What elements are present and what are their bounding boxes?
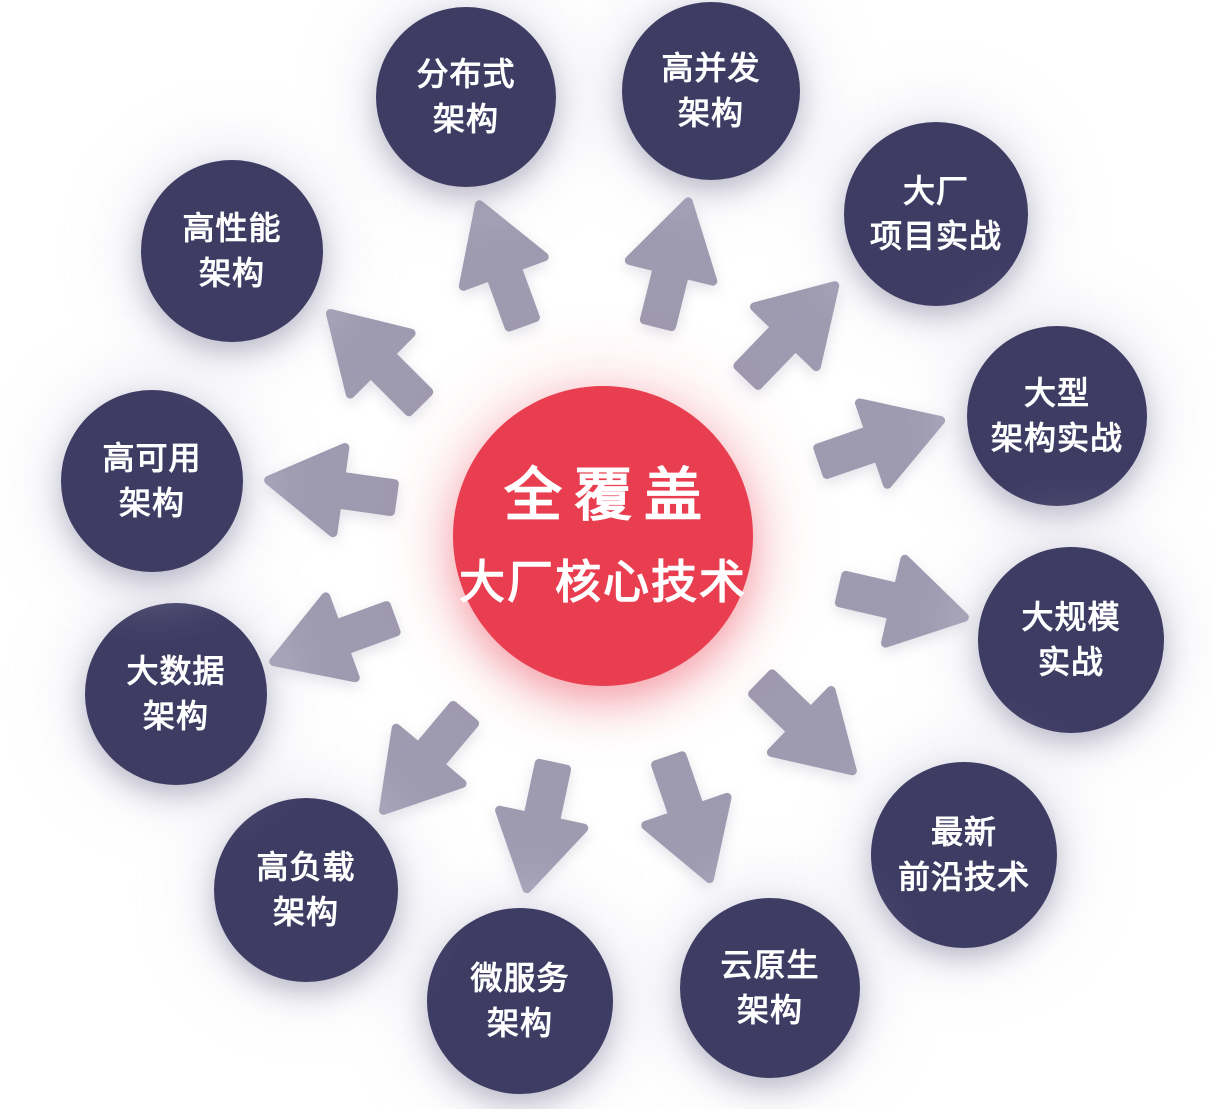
node-label: 高负载架构 (256, 849, 355, 931)
node-label: 高可用架构 (102, 440, 201, 522)
node-label-line: 架构 (432, 101, 499, 137)
node-label-line: 架构 (272, 894, 339, 930)
node-microservices-architecture: 微服务架构 (427, 908, 613, 1094)
node-label-line: 架构 (736, 992, 803, 1028)
node-label: 大数据架构 (126, 653, 225, 735)
node-big-tech-project-practice: 大厂项目实战 (844, 122, 1028, 306)
center-subtitle: 大厂核心技术 (459, 556, 747, 608)
node-label-line: 高负载 (256, 849, 356, 886)
center-title: 全覆盖 (503, 463, 714, 528)
node-high-availability-architecture: 高可用架构 (61, 390, 243, 572)
node-latest-frontier-technology: 最新前沿技术 (871, 762, 1057, 948)
node-label: 大型架构实战 (991, 375, 1123, 457)
node-cloud-native-architecture: 云原生架构 (680, 898, 860, 1078)
node-big-data-architecture: 大数据架构 (85, 603, 267, 785)
node-label-line: 大型 (1023, 375, 1090, 412)
node-high-concurrency-architecture: 高并发架构 (622, 2, 800, 180)
node-label-line: 实战 (1037, 644, 1104, 680)
node-label: 云原生架构 (720, 947, 819, 1029)
arrow-to-large-scale-practice (833, 547, 974, 659)
node-label-line: 架构 (142, 698, 209, 734)
node-label-line: 分布式 (416, 56, 516, 93)
node-label-line: 云原生 (720, 947, 820, 984)
node-label: 高并发架构 (661, 50, 760, 132)
node-distributed-architecture: 分布式架构 (376, 7, 556, 187)
arrow-to-high-performance-architecture (300, 283, 449, 432)
arrow-to-microservices-architecture (485, 757, 595, 897)
node-large-scale-practice: 大规模实战 (978, 547, 1164, 733)
arrow-to-high-concurrency-architecture (616, 191, 730, 333)
node-label-line: 大厂 (902, 173, 969, 210)
arrow-to-big-tech-project-practice (717, 256, 866, 406)
node-high-load-architecture: 高负载架构 (214, 798, 398, 982)
node-label: 微服务架构 (470, 960, 569, 1042)
arrow-to-distributed-architecture (439, 190, 563, 337)
node-label-line: 架构 (118, 485, 185, 521)
node-high-performance-architecture: 高性能架构 (141, 160, 323, 342)
node-label-line: 最新 (930, 814, 997, 851)
node-label: 大规模实战 (1021, 599, 1120, 681)
arrow-to-cloud-native-architecture (628, 746, 750, 892)
arrow-to-high-load-architecture (351, 687, 497, 838)
node-label-line: 架构 (198, 255, 265, 291)
node-label-line: 大数据 (126, 653, 226, 690)
center-circle: 全覆盖 大厂核心技术 (453, 386, 753, 686)
arrow-to-high-availability-architecture (263, 438, 399, 541)
node-label-line: 微服务 (470, 960, 570, 997)
node-label-line: 项目实战 (869, 218, 1002, 254)
node-label: 大厂项目实战 (870, 173, 1002, 255)
node-label-line: 大规模 (1021, 599, 1121, 636)
node-large-architecture-practice: 大型架构实战 (967, 326, 1147, 506)
arrow-to-latest-frontier-technology (733, 653, 883, 802)
node-label-line: 高可用 (102, 440, 202, 477)
node-label-line: 高并发 (661, 50, 761, 87)
node-label-line: 高性能 (182, 210, 282, 247)
node-label: 最新前沿技术 (898, 814, 1030, 896)
arrow-to-big-data-architecture (259, 578, 406, 702)
arrow-to-large-architecture-practice (808, 380, 954, 502)
node-label-line: 架构 (677, 95, 744, 131)
node-label-line: 前沿技术 (897, 859, 1030, 895)
node-label: 分布式架构 (416, 56, 515, 138)
node-label-line: 架构实战 (990, 420, 1123, 456)
node-label-line: 架构 (486, 1005, 553, 1041)
node-label: 高性能架构 (182, 210, 281, 292)
